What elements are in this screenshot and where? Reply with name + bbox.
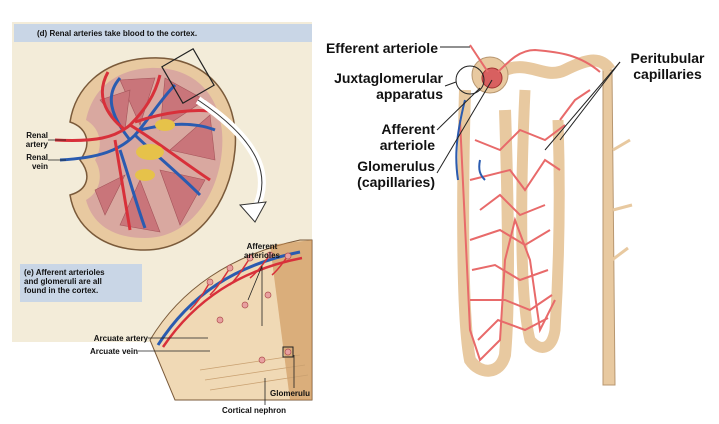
label-afferent-arterioles: Afferent arterioles (243, 242, 281, 260)
label-renal-vein: Renal vein (26, 153, 48, 171)
label-cortical-nephron: Cortical nephron (222, 406, 287, 415)
label-afferent-arteriole: Afferent arteriole (379, 121, 435, 153)
cortex-slab (149, 239, 313, 401)
label-glomerulus-left: Glomerulu (270, 389, 311, 398)
caption-e: (e) Afferent arterioles and glomeruli ar… (24, 268, 105, 295)
collecting-duct (602, 69, 616, 386)
caption-bar-d (14, 24, 312, 42)
leader-lines-right (436, 46, 621, 174)
label-renal-artery: Renal artery (25, 131, 48, 149)
label-glomerulus-capillaries: Glomerulus (capillaries) (357, 158, 435, 190)
nephron-illustration (455, 44, 633, 386)
label-efferent-arteriole: Efferent arteriole (325, 40, 438, 56)
zoom-box (161, 47, 215, 105)
leader-lines-left (48, 139, 295, 405)
label-peritubular-capillaries: Peritubular capillaries (630, 50, 705, 82)
caption-bar-e (20, 264, 142, 302)
label-arcuate-vein: Arcuate vein (89, 347, 138, 356)
kidney-cross-section (54, 57, 237, 251)
caption-d: (d) Renal arteries take blood to the cor… (37, 29, 198, 38)
label-juxtaglomerular-apparatus: Juxtaglomerular apparatus (334, 70, 443, 102)
label-arcuate-artery: Arcuate artery (93, 334, 148, 343)
